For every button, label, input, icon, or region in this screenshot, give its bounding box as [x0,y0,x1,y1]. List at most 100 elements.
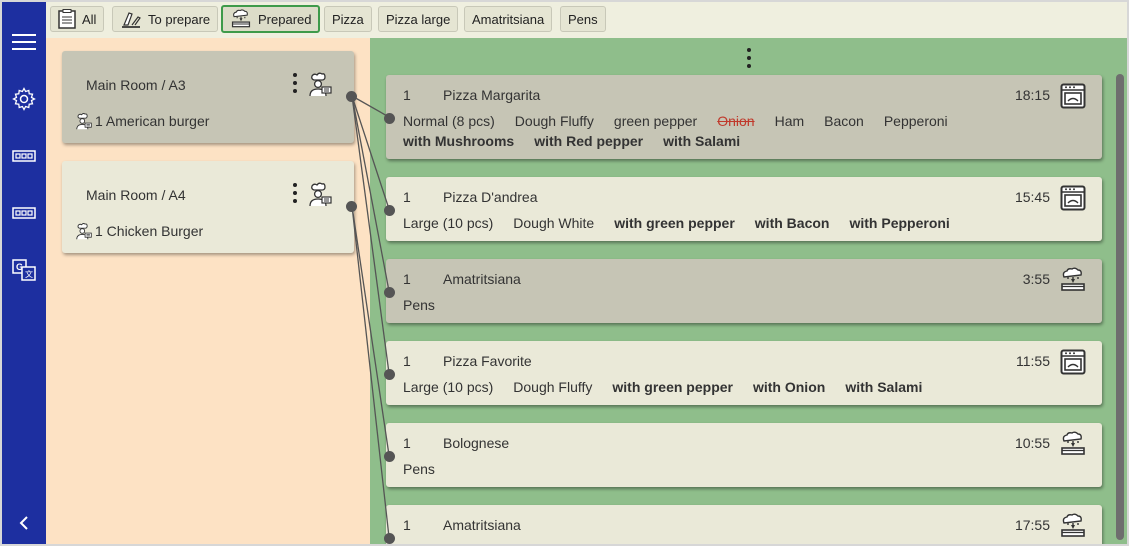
filter-all-label: All [82,11,97,27]
tables-panel: Main Room / A3 1 American burger Main Ro… [46,38,370,544]
order-modifier: Dough Fluffy [513,379,593,395]
order-modifier: Dough Fluffy [514,113,594,129]
filter-to-prepare-label: To prepare [148,11,211,27]
order-name: Bolognese [443,435,510,451]
order-modifier: with Onion [752,379,826,395]
link-node [384,369,395,380]
order-modifier: with Pepperoni [849,215,950,231]
link-node [384,451,395,462]
order-time: 18:15 [1014,87,1050,103]
order-time: 17:55 [1014,517,1050,533]
orders-panel: 1 Pizza Margarita 18:15 Normal (8 pcs)Do… [370,38,1127,544]
table-card-a4[interactable]: Main Room / A4 1 Chicken Burger [62,161,357,253]
link-node [384,533,395,544]
chef-icon [306,181,332,207]
cooking-station-icon [230,9,252,29]
gear-icon[interactable] [10,85,38,113]
table-item: 1 Chicken Burger [95,223,204,239]
filter-amatritsiana-label: Amatritsiana [472,11,545,27]
filter-prepared-button[interactable]: Prepared [221,5,321,33]
order-modifier: Large (10 pcs) [403,379,494,395]
oven-icon [1060,185,1086,211]
cooking-station-icon [1060,513,1086,539]
order-time: 10:55 [1014,435,1050,451]
order-modifier: with Bacon [754,215,830,231]
menu-icon[interactable] [10,28,38,56]
order-qty: 1 [403,435,411,451]
table-name: Main Room / A4 [86,187,186,203]
link-node [346,91,357,102]
order-modifier: with green pepper [614,215,735,231]
order-modifier: Bacon [824,113,864,129]
order-modifier: Pens [403,297,435,313]
link-node [346,201,357,212]
order-time: 11:55 [1016,353,1050,369]
filter-bar: All To prepare Prepared Pizza Pizza larg… [46,2,1127,38]
link-node [384,287,395,298]
table-menu-icon[interactable] [291,183,299,207]
order-qty: 1 [403,353,411,369]
order-modifiers: Large (10 pcs) Dough White with green pepp… [403,213,983,233]
order-card[interactable]: 1 Bolognese 10:55 Pens [384,423,1102,487]
order-card[interactable]: 1 Pizza Margarita 18:15 Normal (8 pcs)Do… [384,75,1102,159]
order-modifier: Dough White [513,215,595,231]
order-modifier: with Salami [663,133,741,149]
printer-icon[interactable] [10,199,38,227]
filter-pizza-label: Pizza [332,11,364,27]
order-card[interactable]: 1 Amatritsiana 17:55 [384,505,1102,544]
filter-pens-label: Pens [568,11,598,27]
filter-amatritsiana-button[interactable]: Amatritsiana [464,6,553,32]
order-modifier: Onion [717,113,755,129]
orders-menu-icon[interactable] [746,48,752,70]
filter-pizza-large-label: Pizza large [386,11,451,27]
order-qty: 1 [403,271,411,287]
order-card[interactable]: 1 Pizza D'andrea 15:45 Large (10 pcs) Dou… [384,177,1102,241]
order-qty: 1 [403,87,411,103]
order-name: Amatritsiana [443,517,521,533]
filter-pizza-button[interactable]: Pizza [324,6,372,32]
table-card-a3[interactable]: Main Room / A3 1 American burger [62,51,357,143]
oven-icon [1060,349,1086,375]
filter-pizza-large-button[interactable]: Pizza large [378,6,459,32]
order-time: 3:55 [1022,271,1050,287]
cooking-station-icon [1060,267,1086,293]
chevron-left-icon[interactable] [10,509,38,537]
oven-icon [1060,83,1086,109]
chef-icon [306,71,332,97]
order-modifiers: Pens [403,459,983,479]
table-name: Main Room / A3 [86,77,186,93]
order-card[interactable]: 1 Amatritsiana 3:55 Pens [384,259,1102,323]
order-name: Pizza Favorite [443,353,532,369]
orders-scrollbar[interactable] [1116,74,1124,540]
order-name: Pizza D'andrea [443,189,538,205]
order-modifier: Ham [774,113,805,129]
order-modifier: Pens [403,461,435,477]
order-modifiers: Pens [403,295,983,315]
order-modifier: with Mushrooms [403,133,515,149]
order-modifier: with Salami [845,379,923,395]
cooking-station-icon [1060,431,1086,457]
filter-to-prepare-button[interactable]: To prepare [112,6,219,32]
order-time: 15:45 [1014,189,1050,205]
order-modifier: Large (10 pcs) [403,215,494,231]
order-modifier: green pepper [613,113,698,129]
order-list-icon [58,9,76,29]
order-modifier: Pepperoni [883,113,948,129]
filter-pens-button[interactable]: Pens [560,6,606,32]
order-card[interactable]: 1 Pizza Favorite 11:55 Large (10 pcs) Dou… [384,341,1102,405]
link-node [384,205,395,216]
order-qty: 1 [403,189,411,205]
filter-prepared-label: Prepared [258,11,312,27]
printer-icon[interactable] [10,142,38,170]
chef-icon [74,112,92,130]
table-menu-icon[interactable] [291,73,299,97]
cutting-board-icon [122,12,141,28]
link-node [384,113,395,124]
svg-text:文: 文 [25,269,33,279]
filter-all-button[interactable]: All [50,6,105,32]
order-qty: 1 [403,517,411,533]
